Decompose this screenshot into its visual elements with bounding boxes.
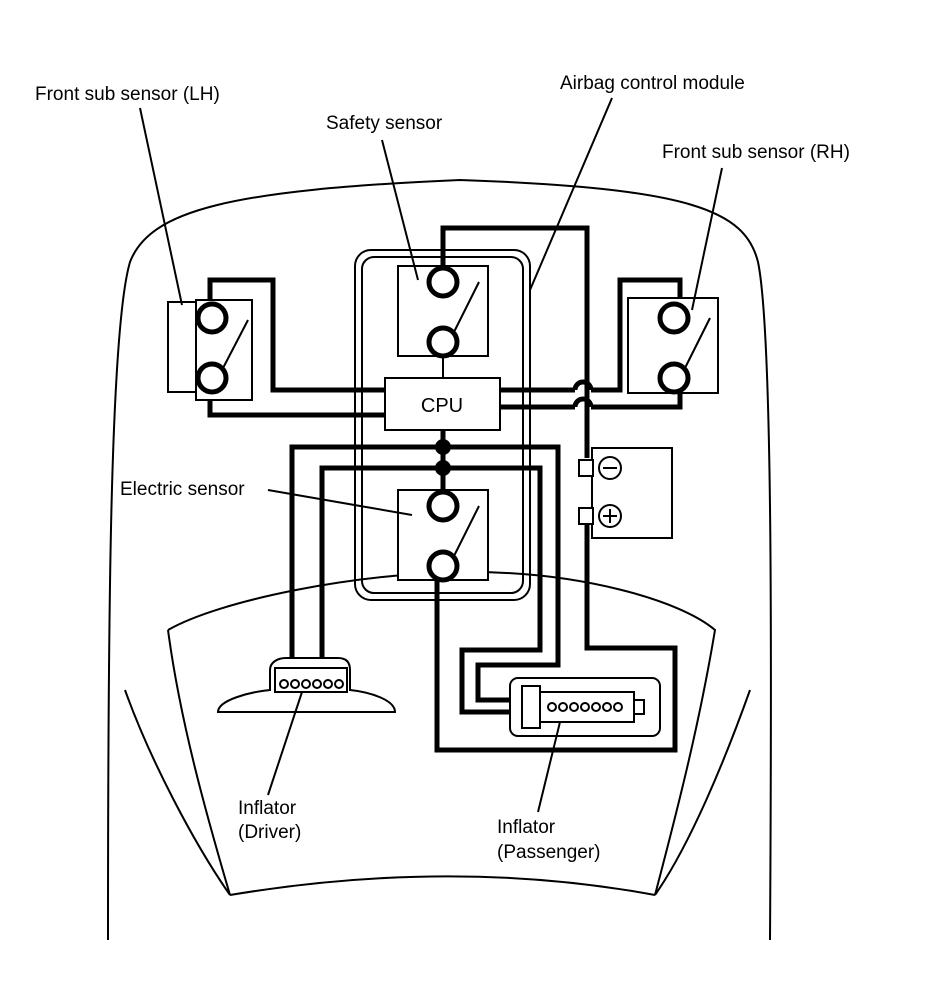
cpu-box: CPU (384, 377, 501, 431)
label-inflator-passenger-line2: (Passenger) (497, 842, 601, 863)
label-front-sub-sensor-rh: Front sub sensor (RH) (662, 142, 850, 163)
front-sub-sensor-rh (627, 297, 719, 395)
label-inflator-passenger-line1: Inflator (497, 817, 556, 838)
safety-sensor (397, 265, 489, 359)
cpu-label: CPU (421, 395, 463, 417)
leader-lines (139, 97, 723, 813)
label-electric-sensor: Electric sensor (120, 479, 245, 500)
label-safety-sensor: Safety sensor (326, 113, 443, 134)
electric-sensor (397, 489, 489, 583)
junction-dot (435, 460, 451, 476)
front-sub-sensor-lh (167, 299, 253, 401)
label-inflator-driver-line2: (Driver) (238, 822, 301, 843)
battery (578, 447, 673, 539)
label-airbag-control-module: Airbag control module (560, 73, 745, 94)
junction-dot (435, 439, 451, 455)
wiring (207, 225, 683, 753)
driver-inflator (216, 657, 397, 713)
passenger-inflator (509, 677, 661, 737)
label-front-sub-sensor-lh: Front sub sensor (LH) (35, 84, 220, 105)
label-inflator-driver-line1: Inflator (238, 798, 297, 819)
